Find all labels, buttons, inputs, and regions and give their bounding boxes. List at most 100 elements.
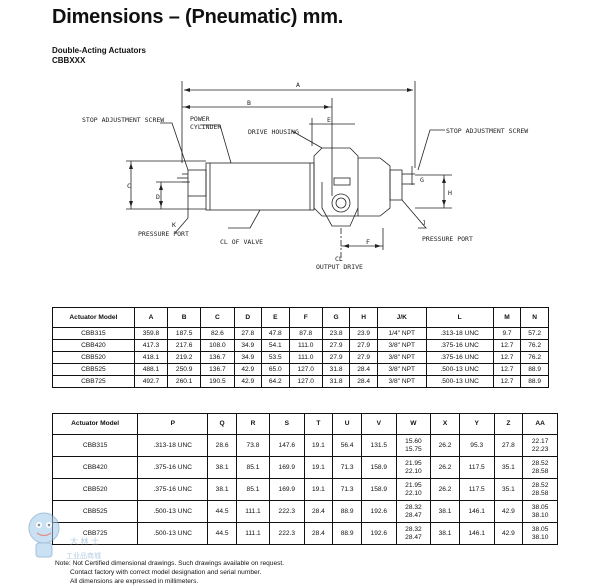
model-cell: CBB525 [52, 363, 135, 376]
value-cell: 12.7 [492, 351, 522, 364]
value-cell: 56.4 [332, 434, 362, 457]
value-cell: 26.2 [430, 434, 460, 457]
value-cell: 34.9 [233, 351, 263, 364]
column-header: A [133, 307, 169, 328]
value-line: 28.32 [405, 525, 422, 533]
model-cell: CBB315 [52, 327, 135, 340]
pressure-port-left-label: PRESSURE PORT [138, 230, 189, 238]
value-cell: 64.2 [261, 375, 290, 388]
value-cell: 492.7 [133, 375, 169, 388]
value-cell: 117.5 [458, 478, 495, 501]
value-cell: .500-13 UNC [425, 363, 494, 376]
value-line: 22.17 [531, 437, 549, 445]
column-header: G [321, 307, 351, 328]
value-cell: 3/8" NPT [376, 363, 427, 376]
column-header: X [430, 413, 460, 435]
value-cell: 169.9 [268, 478, 305, 501]
dim-f-label: F [366, 238, 370, 246]
value-cell: 136.7 [200, 363, 235, 376]
footnote-line-1: Note: Not Certified dimensional drawings… [55, 560, 285, 567]
value-cell: 222.3 [268, 522, 305, 545]
value-cell: 222.3 [268, 500, 305, 523]
value-line: 15.60 [405, 437, 422, 445]
column-header: Actuator Model [52, 307, 135, 328]
value-cell: 12.7 [492, 339, 522, 352]
value-cell: 190.5 [200, 375, 235, 388]
column-header: P [137, 413, 209, 435]
value-cell: .375-16 UNC [137, 456, 209, 479]
column-header: V [361, 413, 397, 435]
value-cell: 38.1 [207, 456, 237, 479]
value-line: 38.10 [531, 511, 549, 519]
value-cell: 19.1 [303, 456, 334, 479]
column-header: Y [458, 413, 495, 435]
value-cell: 44.5 [207, 500, 237, 523]
value-cell: .375-16 UNC [137, 478, 209, 501]
value-cell: 27.9 [321, 351, 351, 364]
value-cell: 35.1 [493, 478, 524, 501]
value-cell: 44.5 [207, 522, 237, 545]
value-cell: 76.2 [520, 351, 549, 364]
dim-e-label: E [327, 116, 331, 124]
footnote-line-3: All dimensions are expressed in millimet… [70, 578, 199, 585]
value-cell: 192.6 [361, 500, 397, 523]
model-series: CBBXXX [52, 56, 86, 65]
value-line: 22.10 [405, 489, 422, 497]
value-cell: 42.9 [233, 375, 263, 388]
value-cell: 28.4 [303, 522, 334, 545]
value-cell: 359.8 [133, 327, 169, 340]
value-cell: 111.1 [235, 522, 270, 545]
value-cell: 260.1 [167, 375, 202, 388]
value-cell: 35.1 [493, 456, 524, 479]
page-title: Dimensions – (Pneumatic) mm. [52, 6, 344, 28]
value-cell: 111.1 [235, 500, 270, 523]
dim-h-label: H [448, 189, 452, 197]
column-header: E [261, 307, 290, 328]
model-cell: CBB315 [51, 434, 139, 457]
model-cell: CBB420 [52, 339, 135, 352]
value-cell: 187.5 [167, 327, 202, 340]
value-cell: .313-18 UNC [137, 434, 209, 457]
table-header-row: Actuator Model A B C D E F G H J/K L M N [52, 307, 549, 328]
value-cell: 88.9 [332, 522, 362, 545]
column-header: J/K [376, 307, 427, 328]
watermark-logo: 大 林 士 工业品商城 [28, 512, 101, 560]
value-line: 28.32 [405, 503, 422, 511]
value-line: 28.58 [531, 489, 549, 497]
value-cell: 31.8 [321, 363, 351, 376]
dim-a-label: A [296, 81, 300, 89]
value-cell: 76.2 [520, 339, 549, 352]
value-line: 22.10 [405, 467, 422, 475]
value-cell: 127.0 [288, 363, 323, 376]
value-cell: 27.9 [349, 351, 378, 364]
column-header: S [268, 413, 305, 435]
table-header-row: Actuator Model P Q R S T U V W X Y Z AA [51, 413, 558, 435]
value-cell: 417.3 [133, 339, 169, 352]
footnote-line-2: Contact factory with correct model desig… [70, 569, 262, 576]
value-line: 38.05 [531, 525, 549, 533]
value-cell: 27.9 [349, 339, 378, 352]
value-line: 21.95 [405, 459, 422, 467]
column-header: Q [207, 413, 237, 435]
dimensions-table-2: Actuator Model P Q R S T U V W X Y Z AA … [51, 413, 558, 545]
value-cell: 26.2 [430, 478, 460, 501]
value-cell: 82.6 [200, 327, 235, 340]
model-cell: CBB520 [51, 478, 139, 501]
value-cell: 27.9 [321, 339, 351, 352]
callout-k: K [172, 221, 176, 229]
value-cell: 87.8 [288, 327, 323, 340]
value-cell: 131.5 [361, 434, 397, 457]
cl-label: CL [335, 255, 343, 263]
column-header: R [235, 413, 270, 435]
